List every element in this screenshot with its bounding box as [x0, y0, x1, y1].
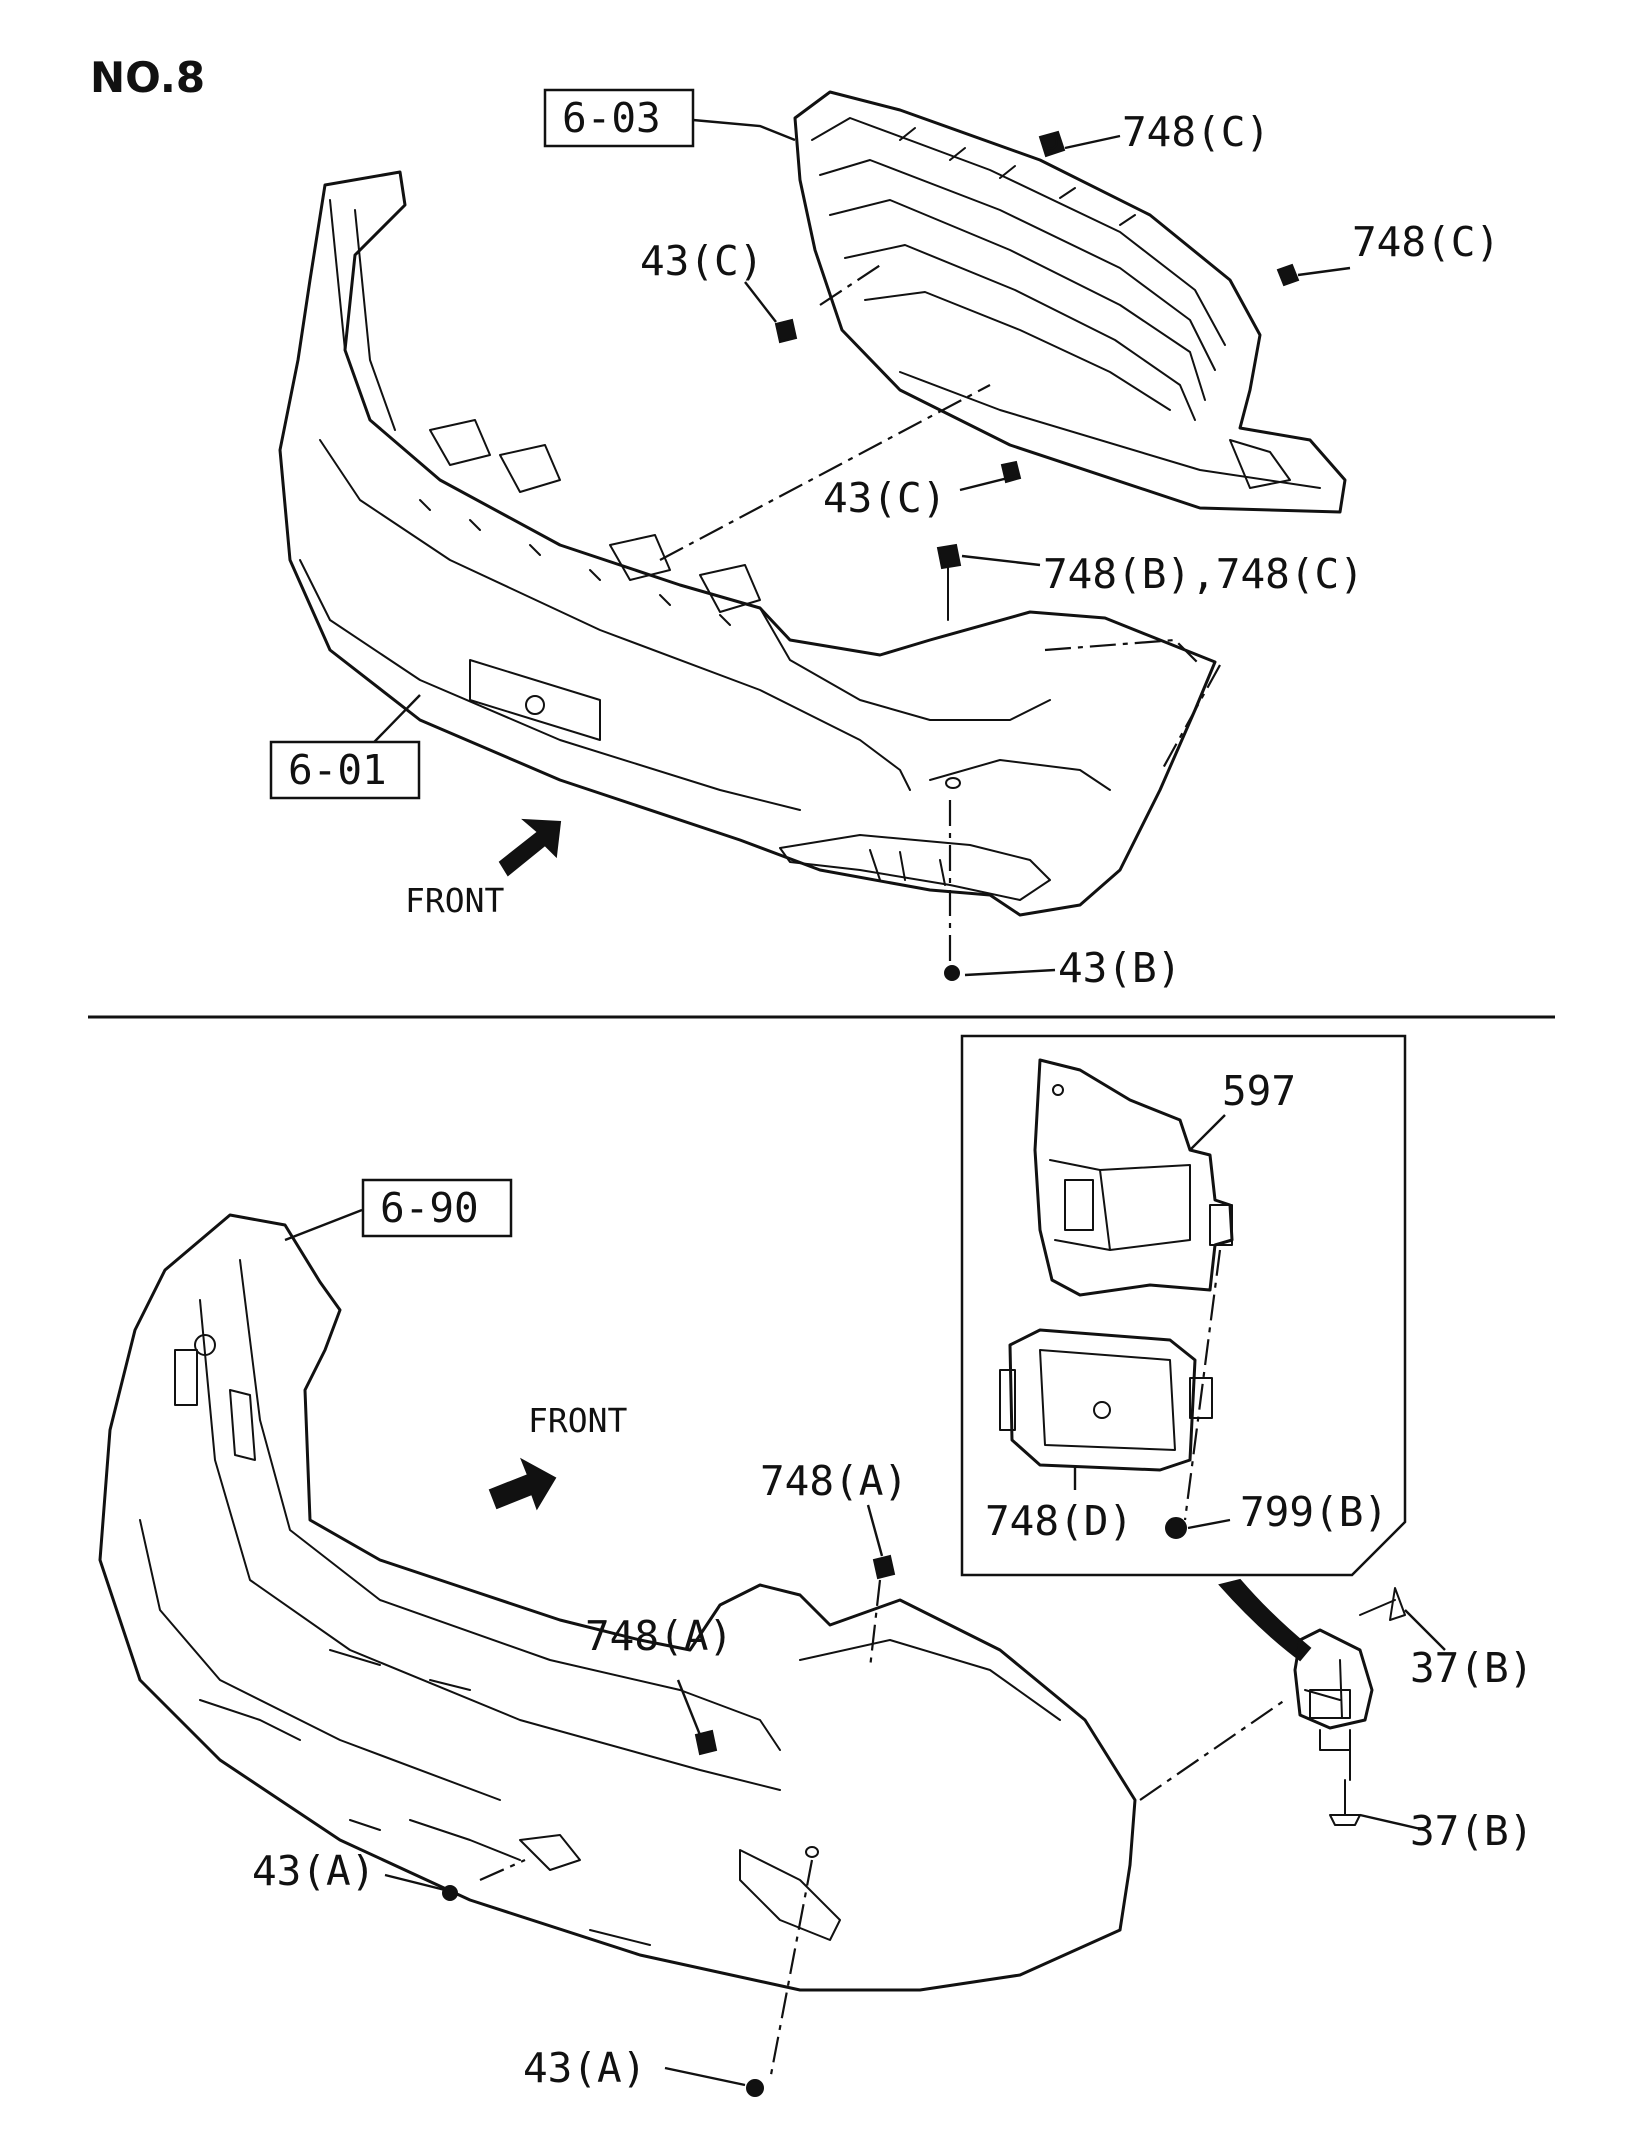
callout-rear-clip-lower: 748(A)	[585, 1612, 733, 1660]
front-direction-arrow-lower	[488, 1457, 557, 1511]
callout-bracket-bolt-lower: 37(B)	[1410, 1807, 1533, 1855]
rear-sensor-bracket	[1293, 1628, 1374, 1730]
rear-bumper-ref-leader	[284, 1208, 363, 1242]
section-ref-front-bumper: 6-01	[288, 746, 387, 794]
front-direction-arrow-upper	[498, 818, 562, 877]
callout-rear-screw-left: 43(A)	[252, 1847, 375, 1895]
grille-clip-top	[1038, 130, 1066, 158]
bracket-bolt-upper-leader	[1404, 1609, 1446, 1651]
bracket-bolt-lower-leader	[1359, 1813, 1426, 1832]
bumper-clip-pair	[936, 543, 962, 621]
callout-grille-clip-right: 748(C)	[1352, 218, 1500, 266]
callout-grille-screw-left: 43(C)	[640, 237, 763, 285]
rear-clip-lower	[694, 1729, 718, 1756]
front-leader-lines	[344, 118, 1351, 977]
rear-assembly-lines	[479, 1579, 1286, 2081]
section-ref-front-bumper-box	[269, 740, 421, 800]
callout-rear-clip-upper: 748(A)	[760, 1457, 908, 1505]
callout-grille-screw-bottom: 43(C)	[823, 474, 946, 522]
rear-screw-bottom-hole	[805, 1846, 819, 1858]
rear-screw-bottom-leader	[664, 2066, 746, 2087]
rear-bumper-drawing	[98, 1213, 1137, 1992]
sensor-inset-frame	[960, 1034, 1407, 1577]
callout-sensor-bracket: 597	[1222, 1067, 1296, 1115]
rear-screw-left	[442, 1885, 458, 1901]
page-label: NO.8	[90, 53, 205, 102]
front-label-lower: FRONT	[528, 1401, 627, 1440]
section-ref-grille: 6-03	[562, 94, 661, 142]
callout-grille-clip-top: 748(C)	[1122, 108, 1270, 156]
rear-clip-upper-leader	[866, 1504, 884, 1557]
inset-pointer-arrow	[1218, 1578, 1312, 1662]
front-label-upper: FRONT	[405, 881, 504, 920]
sensor-bracket-leader	[1189, 1114, 1226, 1151]
callout-sensor-unit: 748(D)	[985, 1497, 1133, 1545]
section-ref-rear-bumper-box	[361, 1178, 513, 1238]
callout-rear-screw-bottom: 43(A)	[523, 2044, 646, 2092]
sensor-assembly-line	[1183, 1249, 1222, 1521]
rear-screw-left-leader	[384, 1873, 446, 1892]
grille-clip-right	[1276, 263, 1300, 287]
callout-front-bumper-screw: 43(B)	[1058, 944, 1181, 992]
callout-sensor-screw: 799(B)	[1240, 1488, 1388, 1536]
section-ref-grille-box	[543, 88, 695, 148]
front-bumper-drawing	[278, 170, 1217, 917]
front-bumper-screw	[944, 777, 961, 981]
sensor-bracket-drawing	[1033, 1058, 1234, 1297]
front-assembly-lines	[659, 261, 1221, 965]
callout-bumper-clip-pair: 748(B),748(C)	[1043, 550, 1364, 598]
front-grille-drawing	[793, 90, 1347, 514]
sensor-screw-leader	[1187, 1518, 1231, 1530]
sensor-screw	[1165, 1517, 1187, 1539]
callout-bracket-bolt-upper: 37(B)	[1410, 1644, 1533, 1692]
rear-clip-lower-leader	[676, 1679, 702, 1736]
bracket-bolt-upper	[1359, 1587, 1406, 1621]
grille-screw-left	[774, 318, 798, 344]
bracket-connector-lines	[1319, 1729, 1351, 1781]
section-ref-rear-bumper: 6-90	[380, 1184, 479, 1232]
sensor-unit-drawing	[999, 1328, 1213, 1472]
rear-screw-bottom	[746, 2079, 764, 2097]
rear-clip-upper	[872, 1554, 896, 1580]
bracket-bolt-lower	[1329, 1779, 1361, 1826]
